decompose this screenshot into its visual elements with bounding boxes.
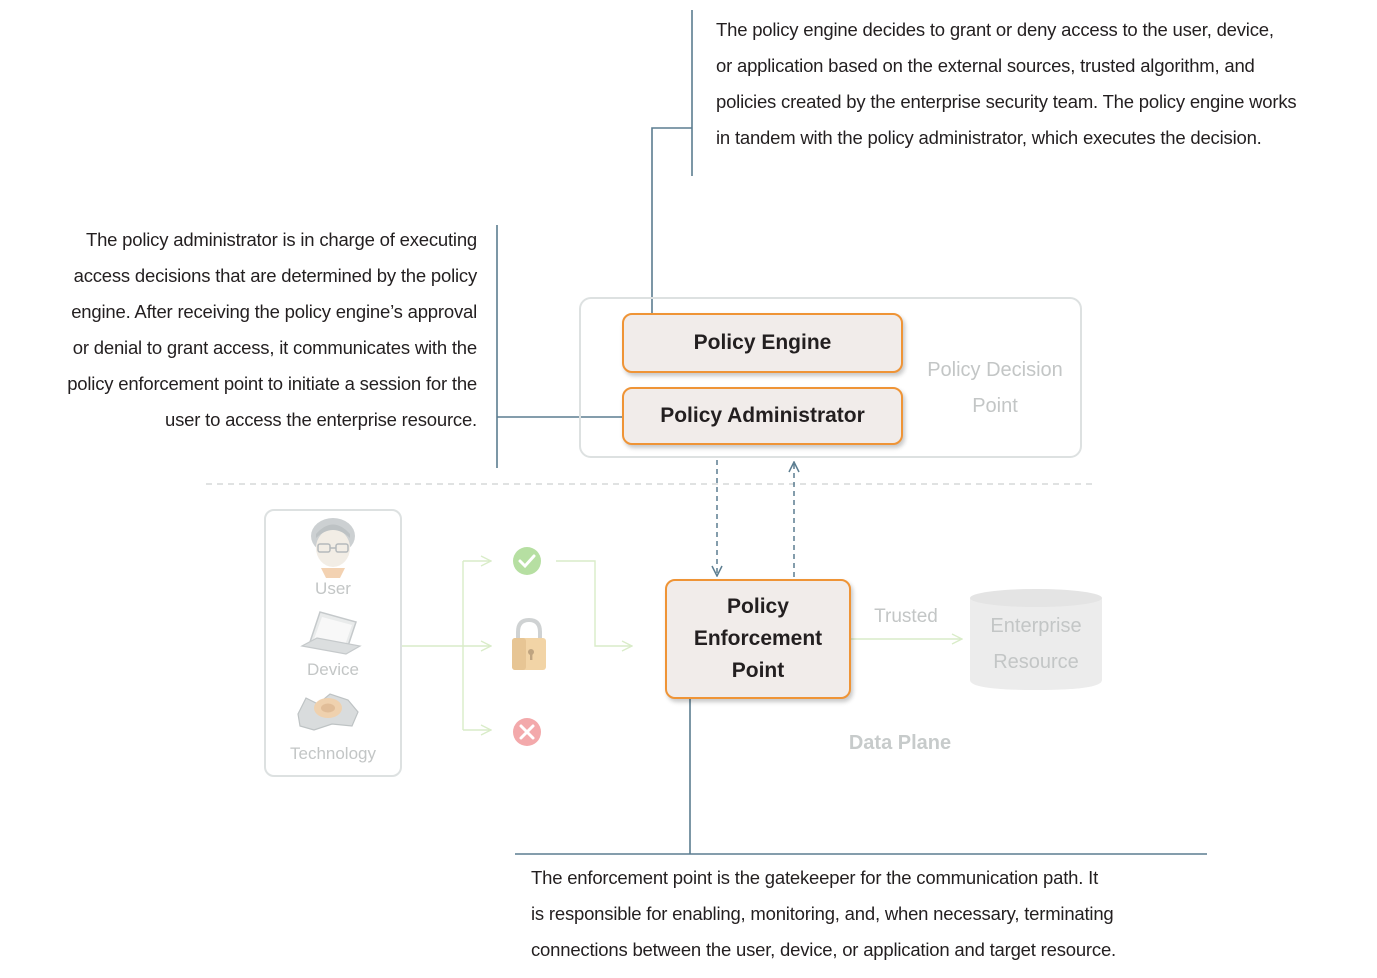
pdp-label-line: Policy Decision [927,359,1063,381]
access-flow-lines [402,561,962,730]
annotation-line: engine. After receiving the policy engin… [71,301,477,322]
database-icon [970,589,1102,690]
policy-administrator-box: Policy Administrator [622,387,903,445]
policy-engine-annotation: The policy engine decides to grant or de… [716,12,1371,156]
annotation-line: or application based on the external sou… [716,55,1255,76]
technology-label: Technology [289,744,376,763]
policy-administrator-label: Policy Administrator [660,404,865,427]
policy-engine-box: Policy Engine [622,313,903,373]
annotation-line: is responsible for enabling, monitoring,… [531,903,1114,924]
annotation-line: policies created by the enterprise secur… [716,91,1297,112]
resource-label-line: Enterprise [990,615,1082,637]
policy-enforcement-point-box: Policy Enforcement Point [665,579,851,699]
enforcement-point-annotation: The enforcement point is the gatekeeper … [531,860,1211,968]
laptop-icon [300,611,362,655]
resource-label-line: Resource [993,651,1079,673]
pep-label-line: Policy [727,595,789,618]
policy-administrator-annotation: The policy administrator is in charge of… [0,222,477,438]
pep-label-line: Enforcement [693,627,823,650]
pe-callout-connector [652,127,692,330]
annotation-line: or denial to grant access, it communicat… [72,337,477,358]
device-label: Device [307,660,359,679]
annotation-line: policy enforcement point to initiate a s… [67,373,477,394]
pdp-label-line: Point [972,395,1018,417]
x-circle-icon [513,718,541,746]
actors-panel [264,509,402,777]
padlock-icon [512,617,546,670]
annotation-line: connections between the user, device, or… [531,939,1116,960]
user-icon [311,518,355,578]
user-label: User [315,579,351,598]
gear-icon [297,693,359,731]
annotation-line: The enforcement point is the gatekeeper … [531,867,1099,888]
annotation-line: The policy engine decides to grant or de… [716,19,1274,40]
annotation-line: access decisions that are determined by … [73,265,478,286]
policy-decision-point-frame [579,297,1082,458]
check-circle-icon [513,547,541,575]
policy-engine-label: Policy Engine [693,331,832,354]
annotation-line: in tandem with the policy administrator,… [716,127,1262,148]
policy-decision-point-label: Policy Decision Point [920,352,1070,424]
annotation-line: The policy administrator is in charge of… [85,229,477,250]
pep-label-line: Point [731,659,785,682]
enterprise-resource-label: Enterprise Resource [970,608,1102,680]
annotation-line: user to access the enterprise resource. [165,409,477,430]
trusted-label: Trusted [874,606,938,627]
data-plane-label: Data Plane [848,732,952,754]
